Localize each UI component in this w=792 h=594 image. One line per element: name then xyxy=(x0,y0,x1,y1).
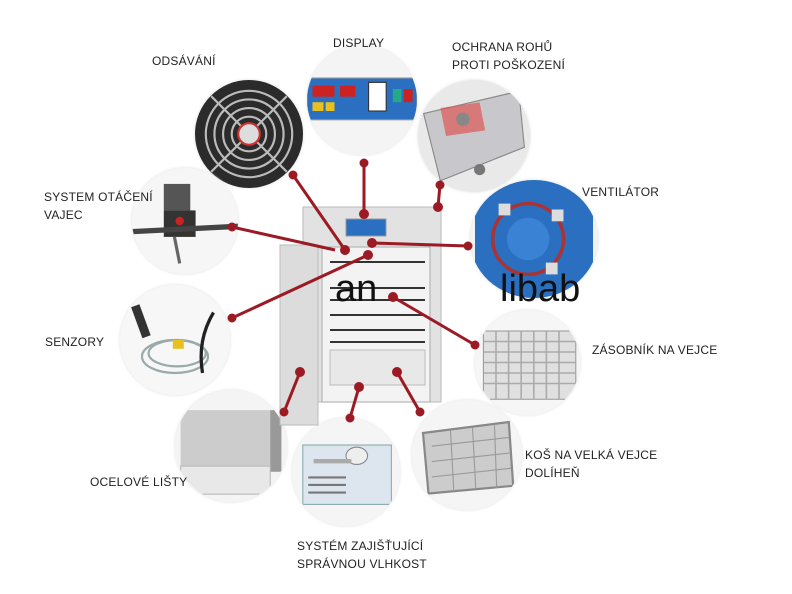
steel-strips-detail xyxy=(175,390,287,502)
label-zasobnik: ZÁSOBNÍK NA VEJCE xyxy=(592,343,718,357)
label-ochrana-line1: OCHRANA ROHŮ xyxy=(452,40,553,54)
label-otaceni-line2: VAJEC xyxy=(44,208,83,222)
ventilator-detail xyxy=(470,180,598,298)
egg-trays xyxy=(330,261,425,343)
egg-tray-detail xyxy=(475,310,580,415)
exhaust-fan-detail xyxy=(195,80,303,188)
label-otaceni: SYSTEM OTÁČENÍ VAJEC xyxy=(44,188,153,224)
label-ochrana-line2: PROTI POŠKOZENÍ xyxy=(452,58,566,72)
label-ocelove: OCELOVÉ LIŠTY xyxy=(90,475,188,489)
label-vlhkost: SYSTÉM ZAJIŠŤUJÍCÍ SPRÁVNOU VLHKOST xyxy=(297,537,427,573)
label-kos: KOŠ NA VELKÁ VEJCE DOLÍHEŇ xyxy=(525,446,657,482)
label-otaceni-line1: SYSTEM OTÁČENÍ xyxy=(44,190,153,204)
humidity-system-detail xyxy=(292,418,400,526)
corner-protection-detail xyxy=(418,80,530,192)
label-ventilator: VENTILÁTOR xyxy=(582,185,660,199)
label-odsavani: ODSÁVÁNÍ xyxy=(152,54,216,68)
label-kos-line2: DOLÍHEŇ xyxy=(525,466,580,480)
watermark-part-1: an xyxy=(335,268,378,310)
display-detail xyxy=(307,45,417,155)
egg-turning-detail xyxy=(132,168,238,274)
label-vlhkost-line1: SYSTÉM ZAJIŠŤUJÍCÍ xyxy=(297,539,424,553)
sensors-detail xyxy=(120,285,230,395)
label-senzory: SENZORY xyxy=(45,335,105,349)
large-egg-basket-detail xyxy=(412,400,522,510)
label-ochrana: OCHRANA ROHŮ PROTI POŠKOZENÍ xyxy=(452,38,565,74)
label-kos-line1: KOŠ NA VELKÁ VEJCE xyxy=(525,448,658,462)
incubator-door xyxy=(279,244,319,426)
watermark-part-2: libab xyxy=(500,268,581,310)
cabinet-display xyxy=(345,218,387,237)
label-vlhkost-line2: SPRÁVNOU VLHKOST xyxy=(297,557,427,571)
label-display: DISPLAY xyxy=(333,36,385,50)
